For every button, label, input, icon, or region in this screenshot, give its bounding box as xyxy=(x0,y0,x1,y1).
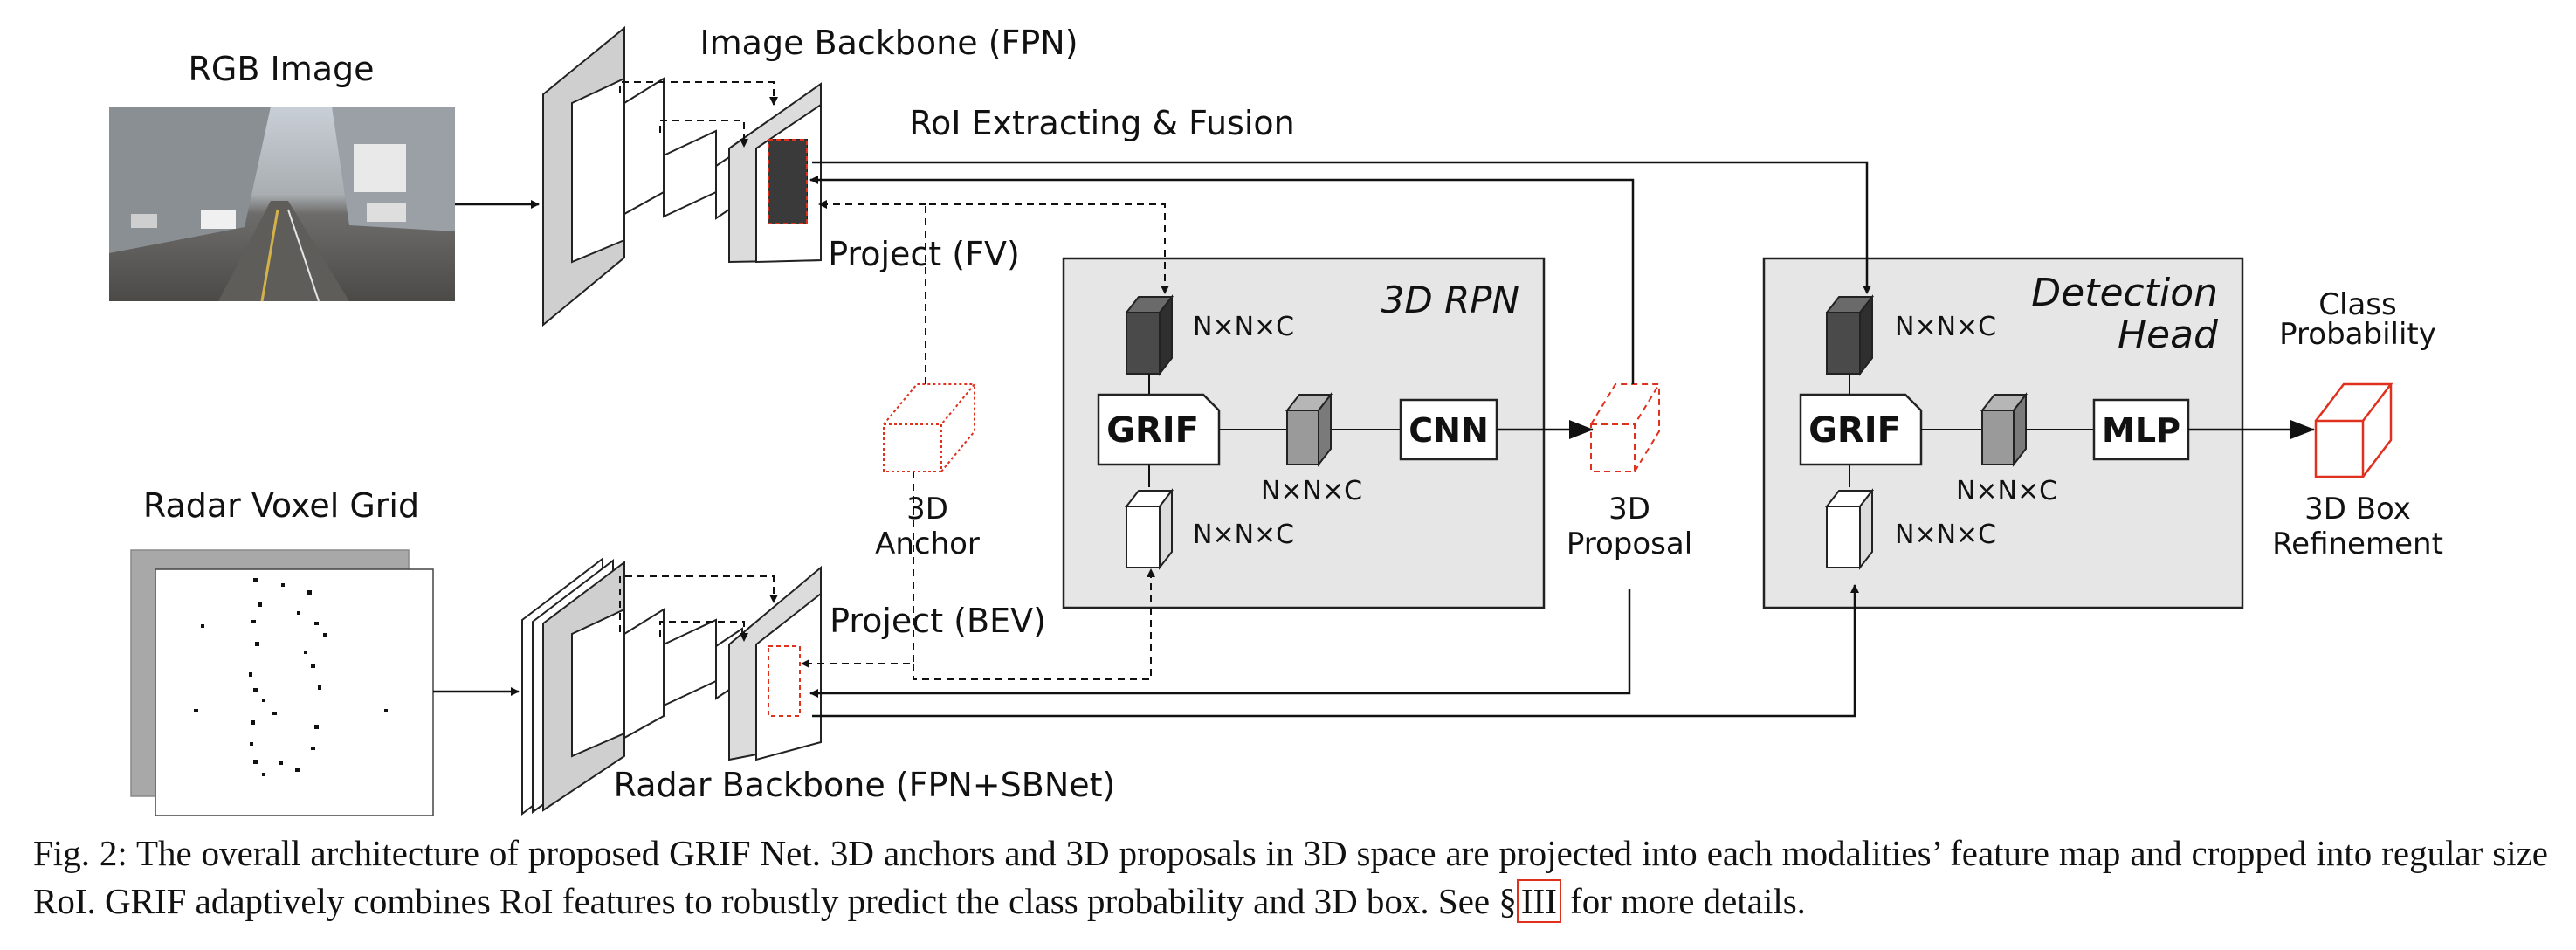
figure-caption: Fig. 2: The overall architecture of prop… xyxy=(33,830,2548,926)
fv-roi-crop xyxy=(768,139,808,224)
image-backbone-skip-arrows xyxy=(619,81,778,148)
proposal-label-line1: 3D xyxy=(1608,492,1650,527)
box-refinement-label-line2: Refinement xyxy=(2272,527,2443,561)
radar-backbone-skip-arrows xyxy=(619,575,778,642)
det-fused-nnc: N×N×C xyxy=(1956,476,2057,506)
radar-voxel-grid-label: Radar Voxel Grid xyxy=(143,486,419,525)
det-grif-label: GRIF xyxy=(1808,410,1901,451)
det-mlp-label: MLP xyxy=(2102,411,2180,450)
rpn-fv-feature-cube xyxy=(1124,294,1174,376)
caption-text-end: for more details. xyxy=(1560,881,1806,921)
det-bev-nnc: N×N×C xyxy=(1895,520,1996,550)
det-head-title-line2: Head xyxy=(2118,313,2219,357)
rgb-image xyxy=(109,107,455,302)
anchor-3d-cube xyxy=(883,383,977,472)
det-fv-nnc: N×N×C xyxy=(1895,312,1996,342)
anchor-label-line2: Anchor xyxy=(875,527,980,561)
rpn-grif-label: GRIF xyxy=(1106,410,1199,451)
rpn-bev-nnc: N×N×C xyxy=(1193,520,1294,550)
rgb-image-label: RGB Image xyxy=(188,50,374,88)
radar-voxel-grid xyxy=(130,549,434,816)
det-fv-feature-cube xyxy=(1824,294,1875,376)
section-reference-link[interactable]: III xyxy=(1516,879,1561,923)
rpn-grif-block xyxy=(1097,393,1221,466)
caption-text: Fig. 2: The overall architecture of prop… xyxy=(33,833,2548,921)
projection-dashed-paths xyxy=(801,200,1169,680)
box-refinement-cube xyxy=(2314,382,2393,478)
radar-backbone-label: Radar Backbone (FPN+SBNet) xyxy=(614,766,1116,804)
proposal-projection-paths xyxy=(809,176,1635,698)
box-refinement-label-line1: 3D Box xyxy=(2304,492,2411,527)
det-head-title-line1: Detection xyxy=(2031,271,2218,315)
proposal-3d-cube xyxy=(1590,383,1661,472)
proposal-label-line2: Proposal xyxy=(1567,527,1692,561)
radar-backbone xyxy=(521,556,822,816)
architecture-diagram: RGB Image Image Backbone (FPN) RoI Extra… xyxy=(109,24,2443,816)
roi-to-detection-head-paths xyxy=(812,161,1871,718)
class-prob-label-line2: Probability xyxy=(2279,317,2436,352)
rpn-cnn-label: CNN xyxy=(1409,411,1489,450)
image-backbone-label: Image Backbone (FPN) xyxy=(699,24,1078,62)
image-backbone xyxy=(542,25,822,327)
det-fused-feature-cube xyxy=(1980,392,2028,467)
rpn-cnn-block xyxy=(1399,398,1498,461)
bev-roi-crop xyxy=(768,645,801,717)
rpn-fused-feature-cube xyxy=(1285,392,1333,467)
rpn-bev-feature-cube xyxy=(1124,488,1174,570)
det-grif-block xyxy=(1799,393,1923,466)
det-mlp-block xyxy=(2092,398,2190,461)
project-fv-label: Project (FV) xyxy=(828,235,1020,273)
det-bev-feature-cube xyxy=(1824,488,1875,570)
rpn-title: 3D RPN xyxy=(1381,279,1519,321)
rpn-fv-nnc: N×N×C xyxy=(1193,312,1294,342)
rpn-fused-nnc: N×N×C xyxy=(1261,476,1362,506)
project-bev-label: Project (BEV) xyxy=(830,602,1046,640)
roi-fusion-label: RoI Extracting & Fusion xyxy=(909,104,1294,142)
class-prob-label-line1: Class xyxy=(2318,287,2396,322)
